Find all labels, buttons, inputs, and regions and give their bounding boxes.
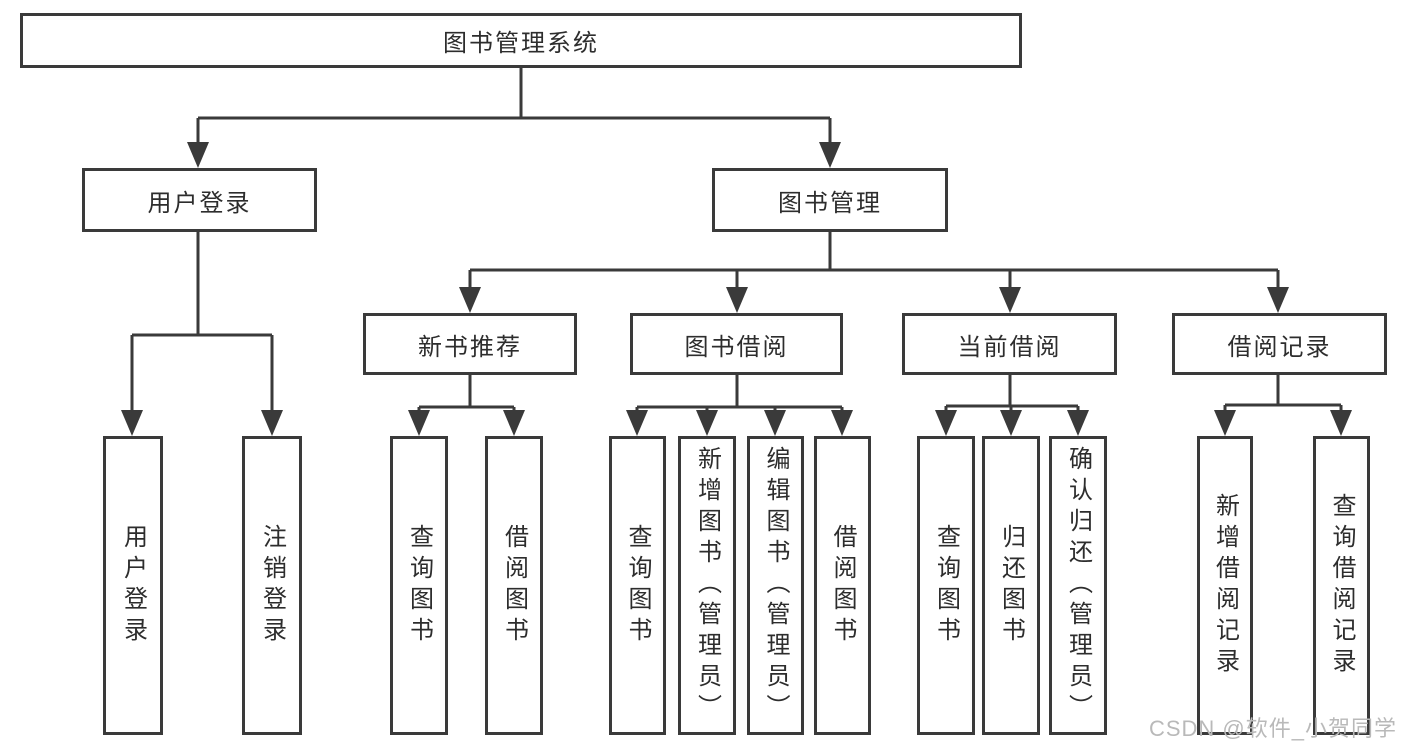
connector-records-to-leaves <box>1223 375 1343 430</box>
node-user-login-label: 用户登录 <box>147 189 252 217</box>
arrow-down-icon <box>726 287 748 313</box>
arrow-down-icon <box>459 287 481 313</box>
connector-login-to-leaves <box>130 232 274 430</box>
leaf-borrow-books-recommend-label: 借阅图书 <box>500 523 528 648</box>
arrow-down-icon <box>187 142 209 168</box>
leaf-add-borrow-record-label: 新增借阅记录 <box>1211 492 1239 679</box>
leaf-confirm-return-admin-label: 确认归还（管理员） <box>1064 446 1092 725</box>
watermark: CSDN @软件_小贺同学 <box>1148 716 1397 741</box>
leaf-query-books-current: 查询图书 <box>917 436 975 735</box>
leaf-return-books: 归还图书 <box>982 436 1040 735</box>
connector-root-to-level2 <box>196 68 832 162</box>
connector-borrow-to-leaves <box>635 375 844 430</box>
arrow-down-icon <box>764 410 786 436</box>
node-library-system: 图书管理系统 <box>20 13 1022 68</box>
node-borrow-records: 借阅记录 <box>1172 313 1387 375</box>
arrow-down-icon <box>696 410 718 436</box>
node-book-management: 图书管理 <box>712 168 948 232</box>
node-book-borrow: 图书借阅 <box>630 313 843 375</box>
node-current-borrow: 当前借阅 <box>902 313 1117 375</box>
arrow-down-icon <box>935 410 957 436</box>
leaf-logout: 注销登录 <box>242 436 302 735</box>
arrow-down-icon <box>819 142 841 168</box>
arrowheads <box>121 142 1352 436</box>
node-borrow-records-label: 借阅记录 <box>1227 333 1332 361</box>
leaf-borrow-books-recommend: 借阅图书 <box>485 436 543 735</box>
arrow-down-icon <box>626 410 648 436</box>
node-new-book-recommend: 新书推荐 <box>363 313 577 375</box>
node-library-system-label: 图书管理系统 <box>443 30 599 57</box>
connector-manage-to-level3 <box>468 232 1280 307</box>
leaf-query-books-recommend: 查询图书 <box>390 436 448 735</box>
node-book-borrow-label: 图书借阅 <box>684 333 789 361</box>
leaf-add-borrow-record: 新增借阅记录 <box>1197 436 1253 735</box>
leaf-user-login-label: 用户登录 <box>119 523 147 648</box>
node-user-login: 用户登录 <box>82 168 317 232</box>
leaf-borrow-books-label: 借阅图书 <box>829 523 856 648</box>
node-new-book-recommend-label: 新书推荐 <box>418 333 522 361</box>
arrow-down-icon <box>261 410 283 436</box>
connector-recommend-to-leaves <box>417 375 516 430</box>
leaf-query-borrow-record-label: 查询借阅记录 <box>1328 492 1355 679</box>
arrow-down-icon <box>503 410 525 436</box>
leaf-query-books-borrow: 查询图书 <box>609 436 666 735</box>
leaf-query-books-current-label: 查询图书 <box>932 523 960 648</box>
leaf-borrow-books: 借阅图书 <box>814 436 871 735</box>
leaf-edit-books-admin: 编辑图书（管理员） <box>747 436 804 735</box>
leaf-add-books-admin: 新增图书（管理员） <box>678 436 736 735</box>
leaf-return-books-label: 归还图书 <box>997 523 1025 648</box>
arrow-down-icon <box>1214 410 1236 436</box>
leaf-query-books-recommend-label: 查询图书 <box>405 523 433 648</box>
leaf-query-borrow-record: 查询借阅记录 <box>1313 436 1370 735</box>
leaf-add-books-admin-label: 新增图书（管理员） <box>693 446 721 725</box>
node-current-borrow-label: 当前借阅 <box>957 333 1062 361</box>
node-book-management-label: 图书管理 <box>778 189 882 217</box>
arrow-down-icon <box>999 287 1021 313</box>
leaf-edit-books-admin-label: 编辑图书（管理员） <box>762 446 789 725</box>
arrow-down-icon <box>1067 410 1089 436</box>
leaf-user-login: 用户登录 <box>103 436 163 735</box>
arrow-down-icon <box>121 410 143 436</box>
leaf-logout-label: 注销登录 <box>258 523 286 648</box>
arrow-down-icon <box>1330 410 1352 436</box>
arrow-down-icon <box>408 410 430 436</box>
leaf-confirm-return-admin: 确认归还（管理员） <box>1049 436 1107 735</box>
leaf-query-books-borrow-label: 查询图书 <box>624 523 651 648</box>
arrow-down-icon <box>1267 287 1289 313</box>
arrow-down-icon <box>1000 410 1022 436</box>
arrow-down-icon <box>831 410 853 436</box>
